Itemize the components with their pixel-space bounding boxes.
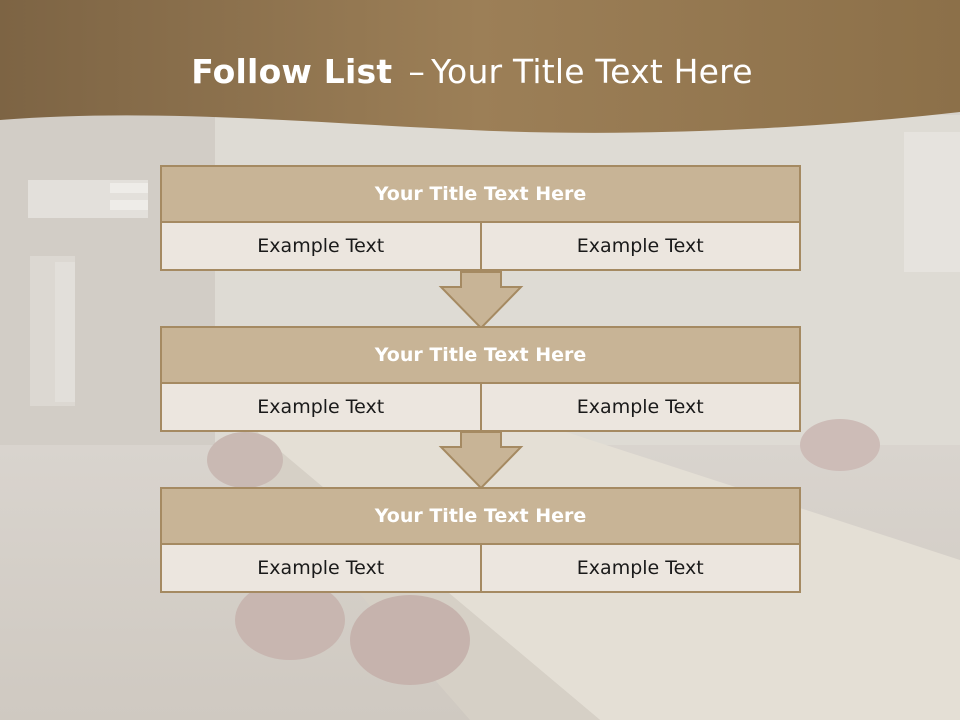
block-header: Your Title Text Here: [160, 326, 801, 384]
block-cell-left: Example Text: [160, 221, 482, 271]
block-header: Your Title Text Here: [160, 487, 801, 545]
title-rest: Your Title Text Here: [431, 52, 753, 91]
slide-title: Follow List–Your Title Text Here: [0, 52, 944, 91]
list-block-3: Your Title Text Here Example Text Exampl…: [160, 487, 801, 593]
arrow-down-icon: [438, 431, 524, 490]
block-cell-right: Example Text: [479, 221, 801, 271]
block-header: Your Title Text Here: [160, 165, 801, 223]
list-block-1: Your Title Text Here Example Text Exampl…: [160, 165, 801, 271]
block-cell-right: Example Text: [479, 543, 801, 593]
title-separator: –: [408, 52, 426, 91]
list-block-2: Your Title Text Here Example Text Exampl…: [160, 326, 801, 432]
block-row: Example Text Example Text: [160, 543, 801, 593]
arrow-down-icon: [438, 271, 524, 330]
block-cell-left: Example Text: [160, 382, 482, 432]
block-row: Example Text Example Text: [160, 221, 801, 271]
block-cell-left: Example Text: [160, 543, 482, 593]
title-bold: Follow List: [191, 52, 393, 91]
block-row: Example Text Example Text: [160, 382, 801, 432]
block-cell-right: Example Text: [479, 382, 801, 432]
